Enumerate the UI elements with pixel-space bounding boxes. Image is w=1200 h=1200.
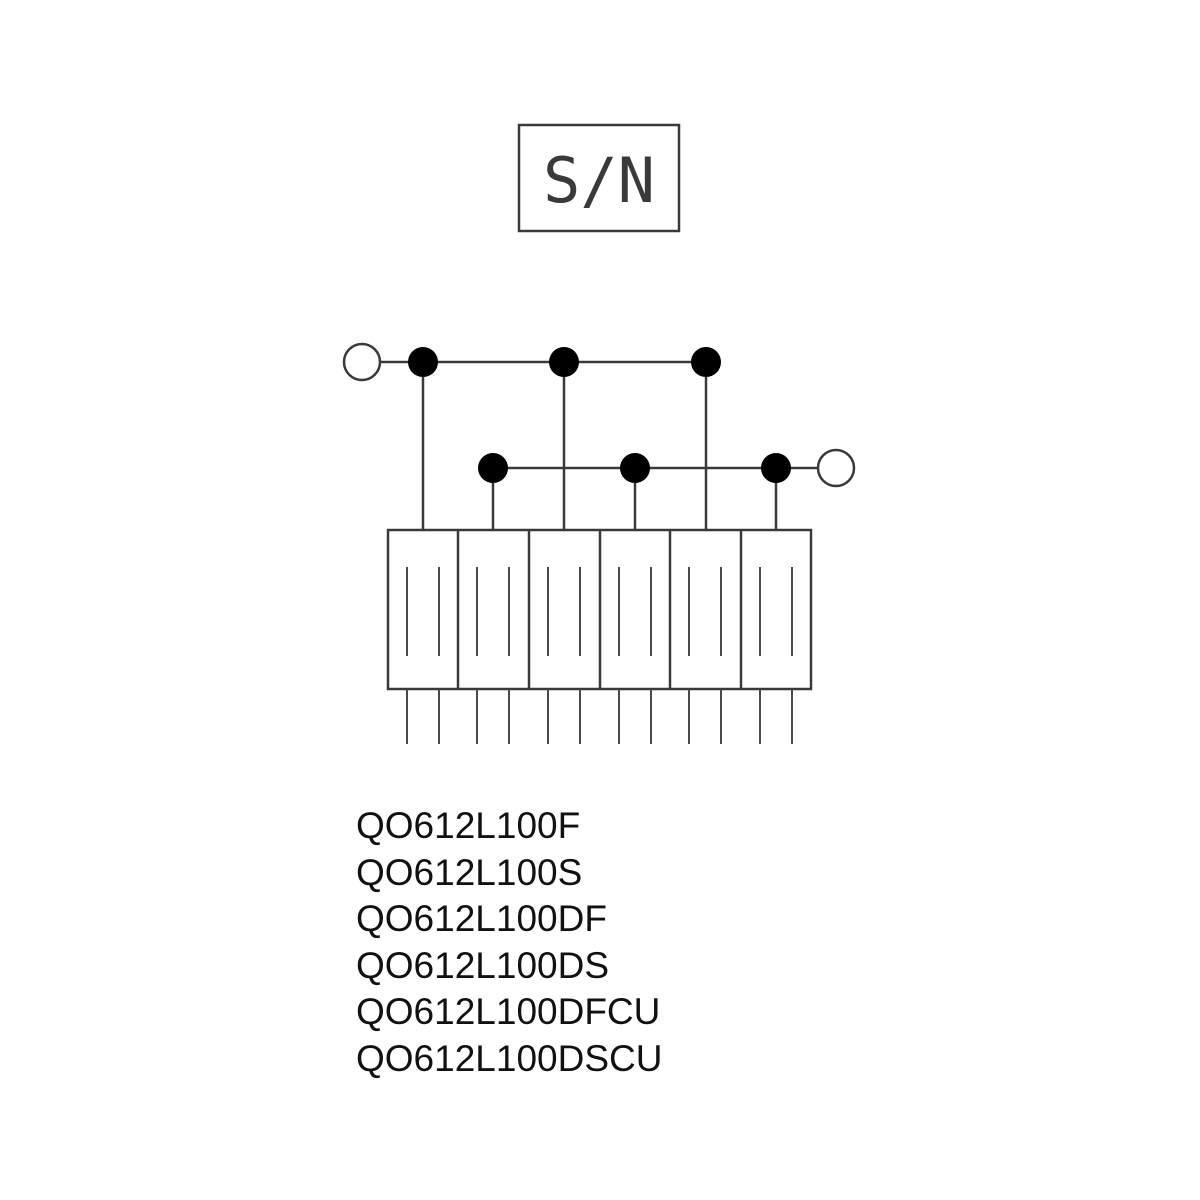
top-bus-terminal — [342, 342, 382, 382]
model-number: QO612L100DF — [356, 898, 607, 939]
output-leads — [406, 689, 793, 744]
model-number: QO612L100S — [356, 851, 583, 893]
top-bus-junction-2 — [549, 347, 579, 377]
top-bus-junction-1 — [408, 347, 438, 377]
model-number: QO612L100DS — [356, 944, 610, 986]
breaker-contacts — [406, 567, 793, 656]
top-bus — [342, 342, 721, 530]
model-number-list: QO612L100F QO612L100S QO612L100DF QO612L… — [356, 803, 662, 1082]
model-number: QO612L100F — [356, 805, 581, 846]
sn-label-text: S/N — [543, 144, 655, 217]
bottom-bus-junction-2 — [620, 453, 650, 483]
bottom-bus-junction-1 — [478, 453, 508, 483]
bottom-bus-terminal — [816, 448, 856, 488]
bottom-bus-junction-3 — [761, 453, 791, 483]
breaker-dividers — [456, 530, 743, 689]
model-number: QO612L100DSCU — [356, 1037, 663, 1079]
model-number: QO612L100DFCU — [356, 991, 661, 1032]
sn-label-frame — [517, 123, 681, 233]
sn-label-box: S/N — [517, 123, 681, 233]
top-bus-junction-3 — [691, 347, 721, 377]
bottom-bus — [478, 448, 856, 530]
